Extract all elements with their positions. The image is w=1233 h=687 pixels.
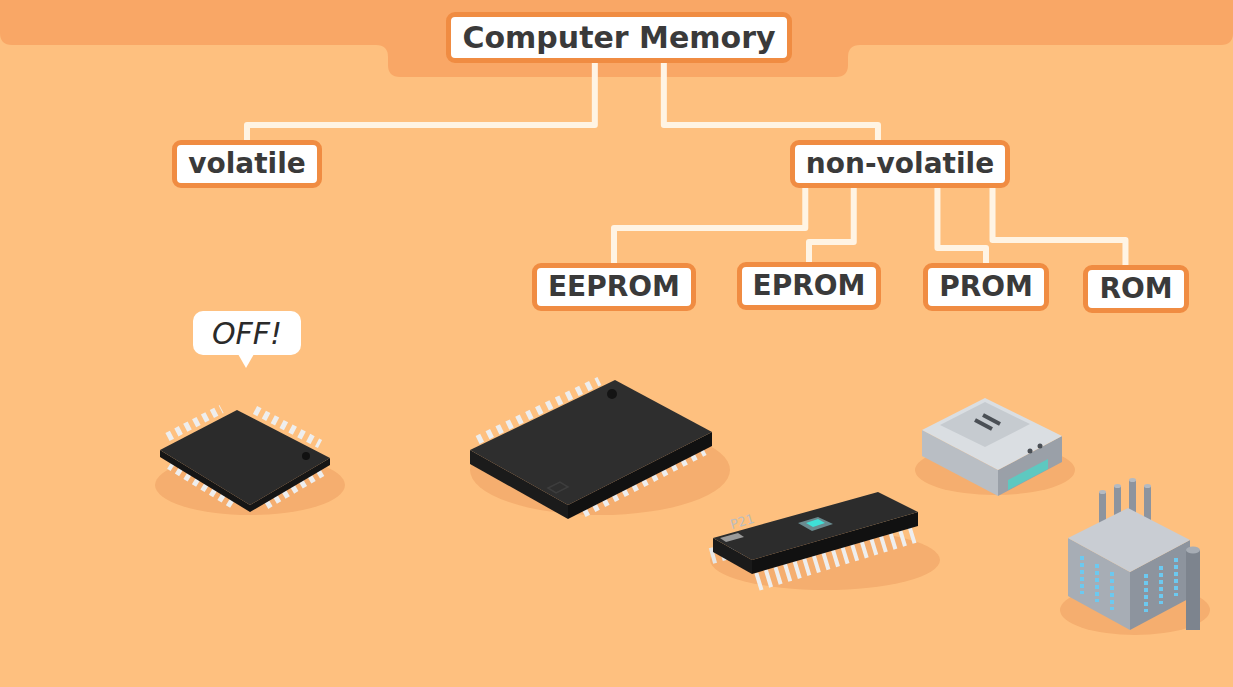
box-label: non-volatile <box>806 146 994 182</box>
box-label: volatile <box>188 146 306 182</box>
memory-type-box: EEPROM <box>532 263 696 311</box>
rom-factory <box>1068 478 1200 630</box>
speech-bubble <box>193 311 301 368</box>
tree-connector <box>664 63 878 140</box>
box-label: EEPROM <box>548 269 680 305</box>
box-label: Computer Memory <box>462 18 775 57</box>
memory-type-box: non-volatile <box>790 140 1010 188</box>
tree-connector <box>937 188 986 263</box>
volatile-chip <box>160 409 330 512</box>
memory-type-box: Computer Memory <box>446 12 791 63</box>
tree-connector <box>614 188 805 263</box>
tree-connector <box>809 188 854 262</box>
banner-shape <box>0 0 1233 77</box>
memory-type-box: EPROM <box>737 262 882 310</box>
tree-connector <box>993 188 1126 265</box>
box-label: ROM <box>1099 271 1172 307</box>
prom-programmer <box>922 398 1062 496</box>
memory-type-box: PROM <box>923 263 1049 311</box>
eprom-chip <box>711 492 918 582</box>
memory-type-box: volatile <box>172 140 322 188</box>
memory-type-box: ROM <box>1083 265 1188 313</box>
eeprom-chip <box>470 380 712 519</box>
box-label: PROM <box>939 269 1033 305</box>
speech-text: OFF! <box>212 316 282 351</box>
tree-connector <box>247 63 595 140</box>
box-label: EPROM <box>753 268 866 304</box>
